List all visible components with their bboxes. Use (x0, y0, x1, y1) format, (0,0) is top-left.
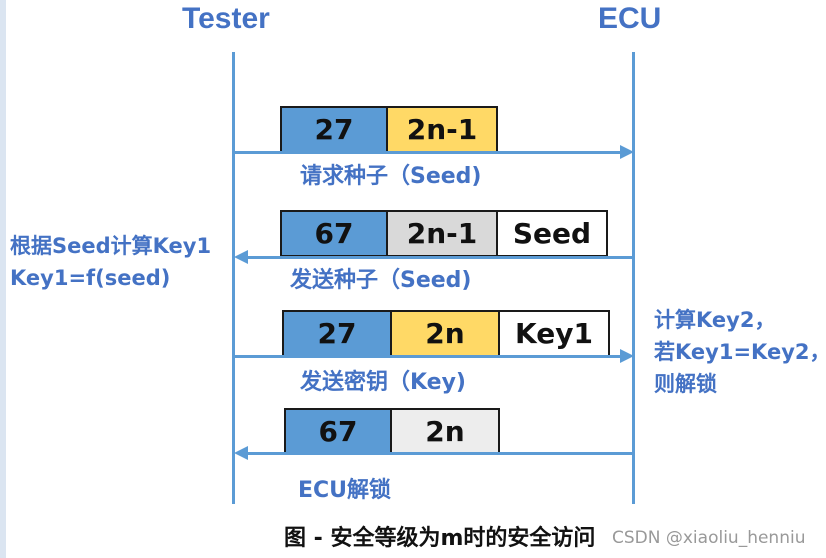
ecu-note-line-2: 若Key1=Key2， (654, 340, 826, 364)
tester-lifeline (232, 52, 235, 504)
message-4-sid-cell: 67 (284, 408, 392, 455)
tester-note-line-1: 根据Seed计算Key1 (10, 234, 212, 258)
message-4-subfunction-cell: 2n (392, 408, 500, 455)
message-3-sid-cell: 27 (282, 310, 392, 357)
ecu-note-line-1: 计算Key2， (654, 308, 776, 332)
message-3-label: 发送密钥（Key) (300, 370, 466, 395)
message-3-arrowhead (620, 349, 634, 363)
message-3-key-cell: Key1 (500, 310, 610, 357)
message-1-arrowhead (620, 145, 634, 159)
message-2-seed-cell: Seed (498, 210, 608, 257)
ecu-note-line-3: 则解锁 (654, 372, 717, 396)
message-3-subfunction-cell: 2n (392, 310, 500, 357)
figure-caption: 图 - 安全等级为m时的安全访问 (284, 526, 596, 551)
message-4-label: ECU解锁 (298, 478, 392, 503)
tester-note-line-2: Key1=f(seed) (10, 266, 171, 290)
watermark: CSDN @xiaoliu_henniu (612, 528, 806, 548)
message-2-subfunction-cell: 2n-1 (388, 210, 498, 257)
actor-tester: Tester (182, 2, 270, 35)
message-2-sid-cell: 67 (280, 210, 388, 257)
left-edge-strip (0, 0, 6, 558)
tester-note: 根据Seed计算Key1 Key1=f(seed) (10, 230, 211, 294)
message-1-label: 请求种子（Seed) (300, 164, 482, 189)
message-1-subfunction-cell: 2n-1 (388, 106, 498, 153)
message-4-arrow (248, 452, 634, 455)
ecu-note: 计算Key2， 若Key1=Key2， 则解锁 (654, 304, 826, 400)
message-2-arrowhead (234, 250, 248, 264)
message-2-label: 发送种子（Seed) (290, 268, 472, 293)
message-3-arrow (234, 355, 620, 358)
message-2-arrow (248, 256, 634, 259)
message-4-arrowhead (234, 446, 248, 460)
ecu-lifeline (632, 52, 635, 504)
message-1-sid-cell: 27 (280, 106, 388, 153)
message-1-arrow (234, 151, 620, 154)
actor-ecu: ECU (598, 2, 662, 35)
